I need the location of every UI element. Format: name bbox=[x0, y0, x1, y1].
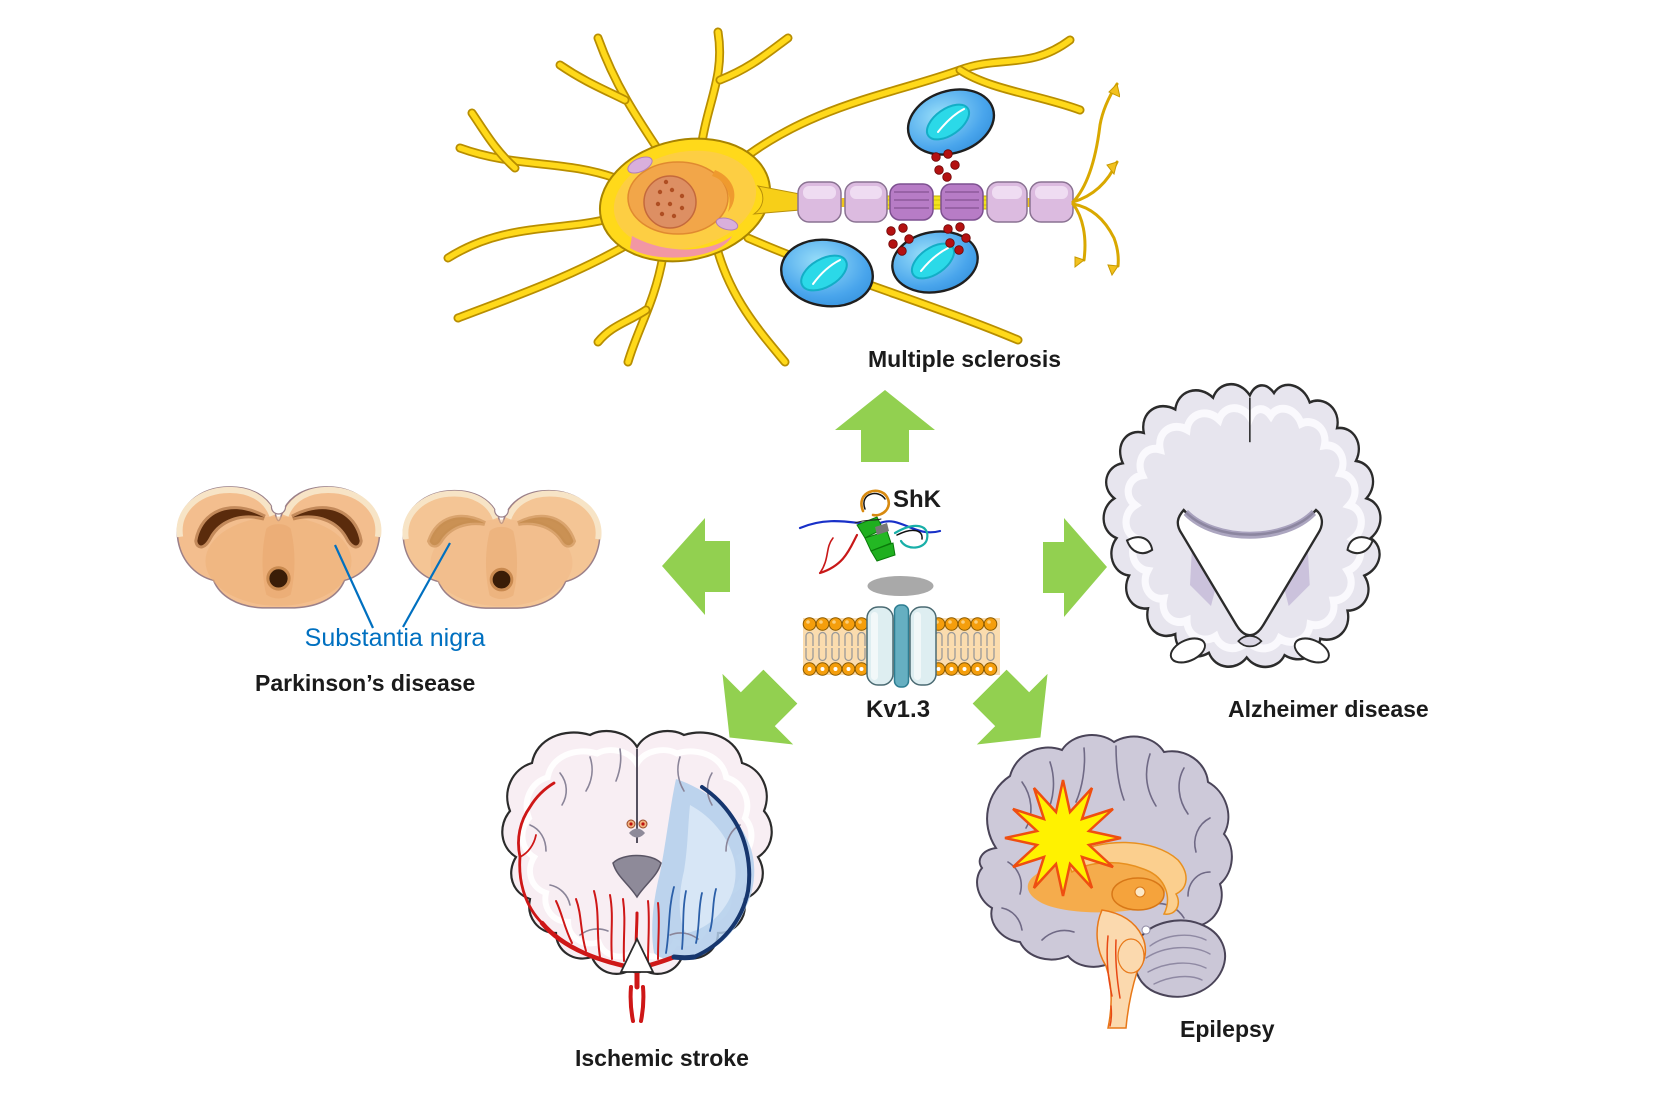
occluded-vessels bbox=[665, 785, 752, 961]
ischemic-region bbox=[652, 779, 755, 961]
soma bbox=[598, 137, 772, 263]
cytokine-dots bbox=[886, 149, 971, 256]
kv13-label: Kv1.3 bbox=[866, 696, 931, 723]
neuron-illustration bbox=[443, 27, 1120, 367]
arrow-right-icon bbox=[1043, 518, 1107, 617]
channel-protein bbox=[866, 604, 937, 688]
myelin-segment-healthy bbox=[797, 181, 1074, 223]
seizure-starburst bbox=[1004, 779, 1122, 897]
nucleolus-dots bbox=[655, 179, 685, 219]
midbrain-healthy-illustration bbox=[176, 486, 382, 609]
immune-cell bbox=[906, 88, 996, 156]
shk-label: ShK bbox=[893, 486, 941, 513]
arrow-left-icon bbox=[662, 518, 730, 615]
myelin-segment-damaged bbox=[889, 183, 984, 221]
substantia-nigra-pointer-lines bbox=[333, 542, 451, 629]
arrow-up-icon bbox=[835, 390, 935, 462]
kv13-channel-illustration bbox=[802, 576, 1000, 688]
dendrites bbox=[443, 27, 1085, 367]
cerebellum bbox=[1134, 919, 1226, 998]
axon-myelin bbox=[752, 181, 1074, 223]
alzheimer-label: Alzheimer disease bbox=[1228, 696, 1429, 722]
ischemic-stroke-label: Ischemic stroke bbox=[575, 1045, 749, 1071]
epilepsy-label: Epilepsy bbox=[1180, 1016, 1275, 1042]
arrow-down-right-icon bbox=[972, 669, 1048, 745]
cerebral-arteries bbox=[517, 781, 677, 1023]
parkinsons-label: Parkinson’s disease bbox=[255, 670, 476, 696]
axon-terminal bbox=[1071, 82, 1120, 277]
epilepsy-brain-illustration bbox=[976, 734, 1233, 1029]
stroke-brain-illustration bbox=[501, 729, 773, 1023]
shk-peptide-illustration bbox=[798, 489, 942, 575]
alzheimer-brain-illustration bbox=[1102, 382, 1382, 669]
cerebral-aqueduct bbox=[266, 566, 291, 591]
immune-cell bbox=[780, 238, 874, 308]
cerebral-aqueduct bbox=[489, 567, 514, 592]
arrow-down-left-icon bbox=[722, 669, 798, 745]
multiple-sclerosis-label: Multiple sclerosis bbox=[868, 346, 1062, 372]
docking-ellipse bbox=[867, 576, 934, 596]
midbrain-parkinsons-illustration bbox=[402, 489, 602, 609]
brainstem bbox=[1096, 909, 1151, 1029]
ventricle-structure bbox=[612, 854, 662, 899]
substantia-nigra-label: Substantia nigra bbox=[304, 624, 486, 652]
